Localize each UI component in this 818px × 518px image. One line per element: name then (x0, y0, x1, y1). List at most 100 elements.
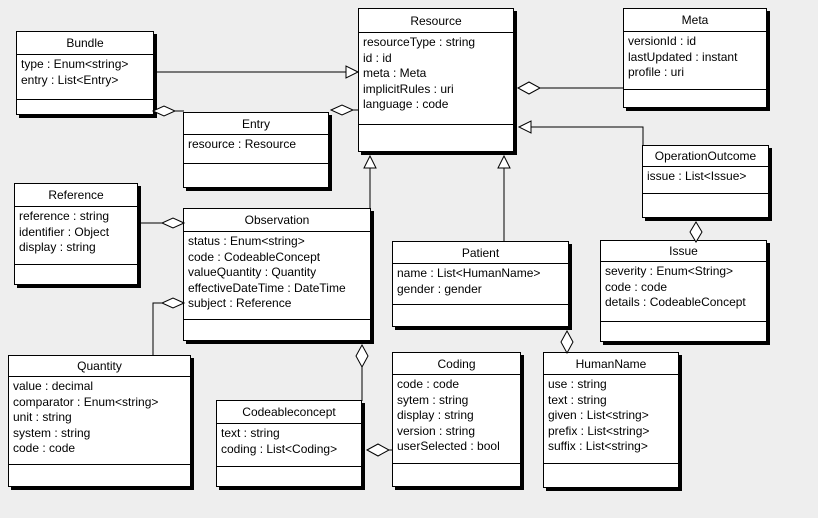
uml-class-attribute: reference : string (19, 209, 110, 223)
uml-class-title: Patient (393, 242, 568, 264)
uml-class-attribute: sytem : string (397, 392, 469, 407)
uml-class-title: OperationOutcome (643, 146, 768, 167)
relationship-aggregation-codeableconcept-to-coding[interactable] (365, 443, 393, 457)
uml-class-attribute: resourceType : string (363, 35, 476, 49)
uml-class-attribute: coding : List<Coding> (221, 441, 338, 456)
relationship-aggregation-operationoutcome-to-issue[interactable] (689, 221, 703, 243)
generalization-triangle-marker (345, 65, 360, 79)
uml-class-attribute: code : code (13, 441, 76, 455)
relationship-aggregation-entry-to-resource[interactable] (329, 104, 359, 116)
uml-class-attributes: issue : List<Issue> (643, 167, 768, 194)
aggregation-diamond-marker (160, 217, 186, 229)
generalization-triangle-marker (363, 154, 377, 169)
aggregation-diamond-marker (355, 343, 369, 369)
uml-class-attribute: profile : uri (628, 65, 685, 79)
uml-class-attribute: entry : List<Entry> (21, 72, 119, 87)
relationship-aggregation-resource-to-meta[interactable] (516, 81, 623, 95)
uml-class-title: Codeableconcept (217, 401, 361, 424)
uml-class-attribute: details : CodeableConcept (605, 295, 746, 309)
uml-class-title: Resource (359, 9, 513, 33)
uml-class-attribute: system : string (13, 425, 91, 440)
uml-class-entry[interactable]: Entry resource : Resource (183, 112, 329, 188)
uml-class-attribute: versionId : id (628, 34, 697, 48)
uml-class-attribute: code : CodeableConcept (188, 249, 321, 264)
uml-class-title: HumanName (544, 353, 678, 375)
relationship-generalization-observation-to-resource[interactable] (363, 154, 377, 208)
uml-class-attribute: resource : Resource (188, 137, 297, 151)
relationship-line (152, 302, 162, 356)
aggregation-diamond-marker (516, 81, 542, 95)
uml-class-attribute: effectiveDateTime : DateTime (188, 280, 346, 295)
uml-class-title: Coding (393, 353, 520, 375)
relationship-aggregation-observation-to-reference[interactable] (139, 217, 186, 229)
uml-class-title: Quantity (9, 356, 190, 377)
uml-class-attribute: text : string (548, 392, 607, 407)
uml-class-attribute: code : code (397, 377, 460, 391)
uml-class-attributes: name : List<HumanName>gender : gender (393, 264, 568, 305)
uml-class-attribute: unit : string (13, 410, 72, 424)
uml-class-attribute: code : code (605, 279, 668, 294)
aggregation-diamond-marker (151, 105, 177, 117)
uml-class-attribute: valueQuantity : Quantity (188, 265, 317, 279)
uml-class-attribute: display : string (19, 240, 96, 254)
uml-class-attribute: identifier : Object (19, 224, 110, 239)
uml-class-bundle[interactable]: Bundle type : Enum<string>entry : List<En… (16, 31, 154, 115)
relationship-line (531, 126, 644, 146)
uml-class-attribute: comparator : Enum<string> (13, 394, 159, 409)
relationship-generalization-patient-to-resource[interactable] (497, 154, 511, 241)
relationship-aggregation-observation-to-quantity[interactable] (152, 297, 186, 356)
uml-class-attributes: status : Enum<string>code : CodeableConc… (184, 232, 370, 320)
uml-class-attribute: meta : Meta (363, 66, 427, 80)
uml-class-attribute: value : decimal (13, 379, 94, 393)
uml-class-attribute: name : List<HumanName> (397, 266, 541, 280)
uml-class-attribute: status : Enum<string> (188, 234, 305, 248)
uml-class-title: Meta (624, 9, 766, 32)
uml-class-attribute: suffix : List<string> (548, 439, 648, 453)
relationship-aggregation-bundle-to-entry[interactable] (151, 105, 184, 117)
uml-class-attribute: type : Enum<string> (21, 57, 129, 71)
uml-class-attribute: id : id (363, 50, 392, 65)
uml-class-attribute: given : List<string> (548, 408, 649, 422)
uml-class-attribute: severity : Enum<String> (605, 264, 734, 278)
uml-class-attribute: display : string (397, 408, 474, 422)
generalization-triangle-marker (497, 154, 511, 169)
uml-class-title: Entry (184, 113, 328, 135)
aggregation-diamond-marker (560, 329, 574, 355)
relationship-aggregation-observation-to-codeableconcept[interactable] (355, 343, 369, 401)
generalization-triangle-marker (517, 120, 532, 134)
uml-class-title: Issue (601, 241, 766, 262)
uml-class-attribute: implicitRules : uri (363, 81, 454, 96)
uml-class-attribute: lastUpdated : instant (628, 49, 738, 64)
uml-class-attribute: version : string (397, 423, 476, 438)
uml-class-attribute: prefix : List<string> (548, 423, 650, 438)
relationship-generalization-operationoutcome-to-resource[interactable] (517, 120, 644, 146)
relationship-aggregation-patient-to-humanname[interactable] (560, 329, 574, 355)
uml-class-attribute: userSelected : bool (397, 439, 500, 453)
uml-class-title: Bundle (17, 32, 153, 55)
uml-class-attributes: resource : Resource (184, 135, 328, 164)
uml-class-title: Reference (15, 184, 137, 207)
uml-class-attribute: text : string (221, 426, 280, 440)
uml-class-attribute: gender : gender (397, 281, 482, 296)
relationship-generalization-bundle-to-resource[interactable] (155, 65, 360, 79)
